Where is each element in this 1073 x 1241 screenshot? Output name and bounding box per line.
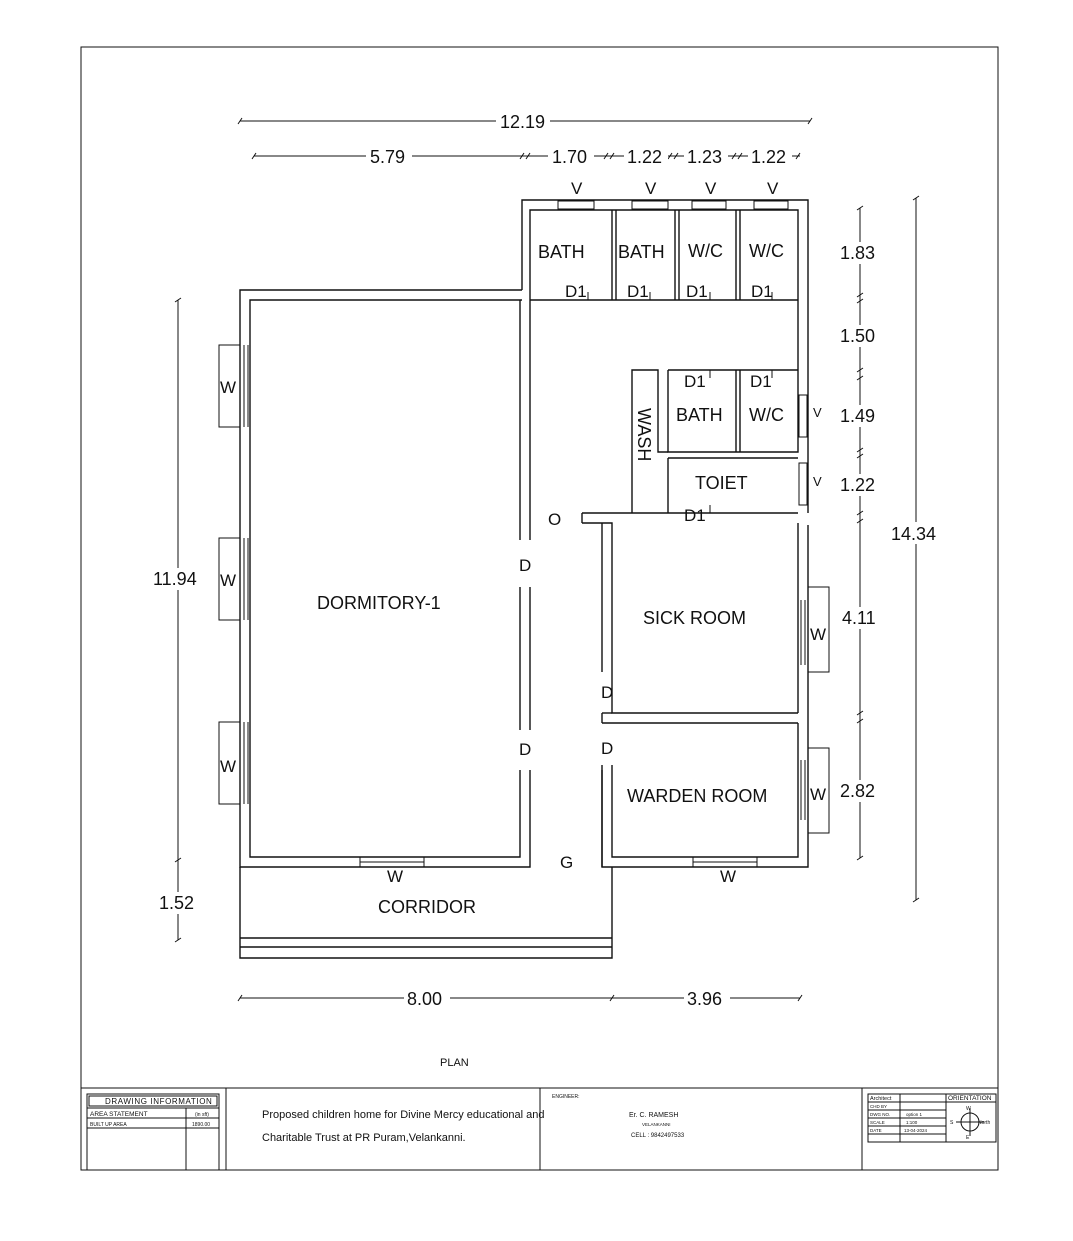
engineer-label: ENGINEER: (552, 1094, 580, 1100)
built-up-area-label: BUILT UP AREA (90, 1122, 127, 1128)
door-d1-label: D1 (750, 372, 772, 391)
door-label: D (519, 556, 531, 575)
project-description-2: Charitable Trust at PR Puram,Velankanni. (262, 1132, 466, 1144)
dim-top-3: 1.22 (627, 147, 662, 167)
ventilator-label: V (813, 474, 822, 489)
windows (218, 200, 830, 868)
plan-caption: PLAN (440, 1057, 469, 1069)
window-label: W (810, 625, 826, 644)
area-statement-label: AREA STATEMENT (90, 1111, 148, 1118)
compass-right-label: North (978, 1120, 990, 1126)
door-d1-label: D1 (684, 506, 706, 525)
dim-top-5: 1.22 (751, 147, 786, 167)
walls (239, 199, 809, 959)
gate-label: G (560, 853, 573, 872)
engineer-name: Er. C. RAMESH (629, 1112, 678, 1119)
dim-right-1: 1.83 (840, 243, 875, 263)
ventilator-label: V (705, 179, 717, 198)
dim-right-5: 4.11 (842, 608, 876, 628)
orientation-label: ORIENTATION (948, 1095, 992, 1102)
window-label: W (810, 785, 826, 804)
architect-label: Architect (870, 1096, 892, 1102)
door-label: D (601, 683, 613, 702)
ventilator-label: V (813, 405, 822, 420)
room-wc-1: W/C (688, 241, 723, 261)
door-d1-label: D1 (686, 282, 708, 301)
window-label: W (387, 867, 403, 886)
title-block-text: DRAWING INFORMATION AREA STATEMENT (in s… (90, 1094, 992, 1144)
compass-top-label: W (966, 1106, 971, 1112)
dim-bottom-2: 3.96 (687, 989, 722, 1009)
dim-left-1: 11.94 (153, 569, 197, 589)
dim-left-2: 1.52 (159, 893, 194, 913)
built-up-area-value: 1890.00 (192, 1122, 210, 1128)
window-label: W (220, 757, 236, 776)
compass-left-label: S (950, 1120, 954, 1126)
window-label: W (720, 867, 736, 886)
door-d1-label: D1 (627, 282, 649, 301)
dim-right-4: 1.22 (840, 475, 875, 495)
room-wc-2: W/C (749, 241, 784, 261)
dim-right-6: 2.82 (840, 781, 875, 801)
room-bath-1: BATH (538, 242, 585, 262)
dimension-labels: 12.19 5.79 1.70 1.22 1.23 1.22 11.94 1.5… (150, 112, 944, 1009)
dim-top-2: 1.70 (552, 147, 587, 167)
door-label: D (601, 739, 613, 758)
engineer-place: VELANKANNI (642, 1122, 671, 1127)
door-label: D (519, 740, 531, 759)
dim-right-overall: 14.34 (891, 524, 936, 544)
room-corridor: CORRIDOR (378, 897, 476, 917)
dim-top-1: 5.79 (370, 147, 405, 167)
room-dormitory: DORMITORY-1 (317, 593, 441, 613)
area-unit-label: (in sft) (195, 1112, 209, 1118)
room-sick-room: SICK ROOM (643, 608, 746, 628)
ventilator-label: V (767, 179, 779, 198)
room-bath-2: BATH (618, 242, 665, 262)
date-label: DATE (870, 1128, 882, 1133)
ventilator-label: V (645, 179, 657, 198)
project-description-1: Proposed children home for Divine Mercy … (262, 1109, 545, 1121)
door-d1-label: D1 (684, 372, 706, 391)
scale-label: SCALE (870, 1120, 885, 1125)
room-bath-3: BATH (676, 405, 723, 425)
door-marks (587, 292, 773, 513)
opening-label: O (548, 510, 561, 529)
title-block (86, 1088, 997, 1171)
dim-right-2: 1.50 (840, 326, 875, 346)
dim-top-4: 1.23 (687, 147, 722, 167)
dim-right-3: 1.49 (840, 406, 875, 426)
room-labels: BATH BATH W/C W/C BATH W/C WASH TOIET DO… (317, 241, 784, 917)
dim-bottom-1: 8.00 (407, 989, 442, 1009)
door-d1-label: D1 (751, 282, 773, 301)
room-wash: WASH (634, 408, 654, 461)
drawing-info-heading: DRAWING INFORMATION (105, 1097, 212, 1106)
door-d1-label: D1 (565, 282, 587, 301)
window-label: W (220, 378, 236, 397)
dwg-no-label: DWG NO. (870, 1112, 890, 1117)
room-warden-room: WARDEN ROOM (627, 786, 767, 806)
window-label: W (220, 571, 236, 590)
chd-by-label: CHD BY (870, 1104, 887, 1109)
ventilator-label: V (571, 179, 583, 198)
room-wc-3: W/C (749, 405, 784, 425)
compass-bottom-label: E (966, 1135, 970, 1141)
scale-value: 1:100 (906, 1120, 918, 1125)
engineer-cell: CELL : 9842497533 (631, 1133, 685, 1139)
date-value: 13-04-2024 (904, 1128, 928, 1133)
dwg-no-value: option 1 (906, 1112, 923, 1117)
opening-labels: V V V V V V D1 D1 D1 D1 D1 D1 D1 W W W W… (220, 179, 826, 886)
dim-overall-width: 12.19 (500, 112, 545, 132)
room-toilet: TOIET (695, 473, 748, 493)
